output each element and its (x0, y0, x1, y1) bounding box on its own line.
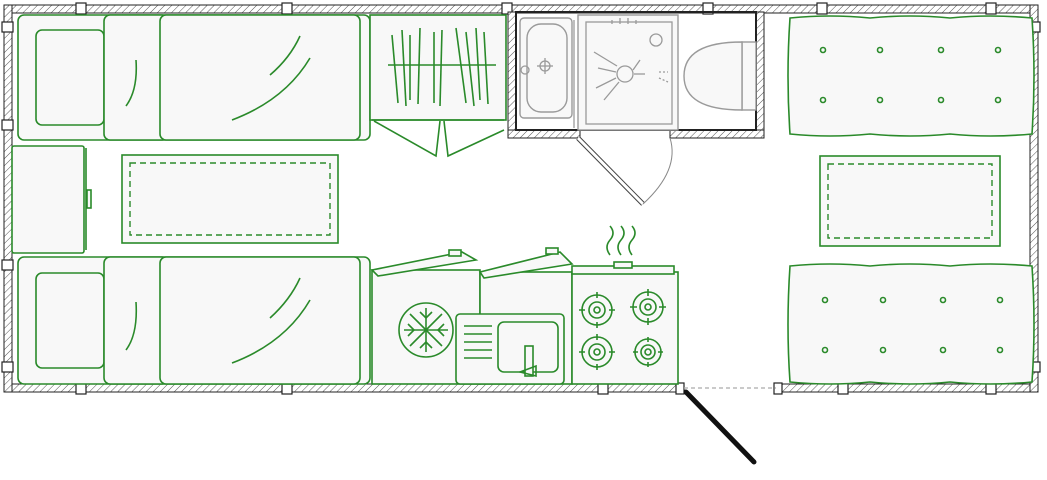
bedside-cabinet (11, 145, 92, 254)
rug-left (121, 154, 339, 244)
shower (573, 14, 679, 131)
bathroom-door (576, 136, 673, 206)
entry-door (683, 389, 757, 465)
rug-right (819, 155, 1001, 247)
sofa-bottom (787, 263, 1035, 385)
double-bed-bottom (17, 256, 371, 385)
sofa-top (787, 15, 1035, 137)
toilet (683, 41, 757, 111)
stove (571, 225, 679, 385)
bathroom-sink (519, 17, 573, 119)
wardrobe (369, 14, 507, 158)
kitchen-sink (455, 247, 574, 385)
double-bed-top (17, 14, 371, 141)
